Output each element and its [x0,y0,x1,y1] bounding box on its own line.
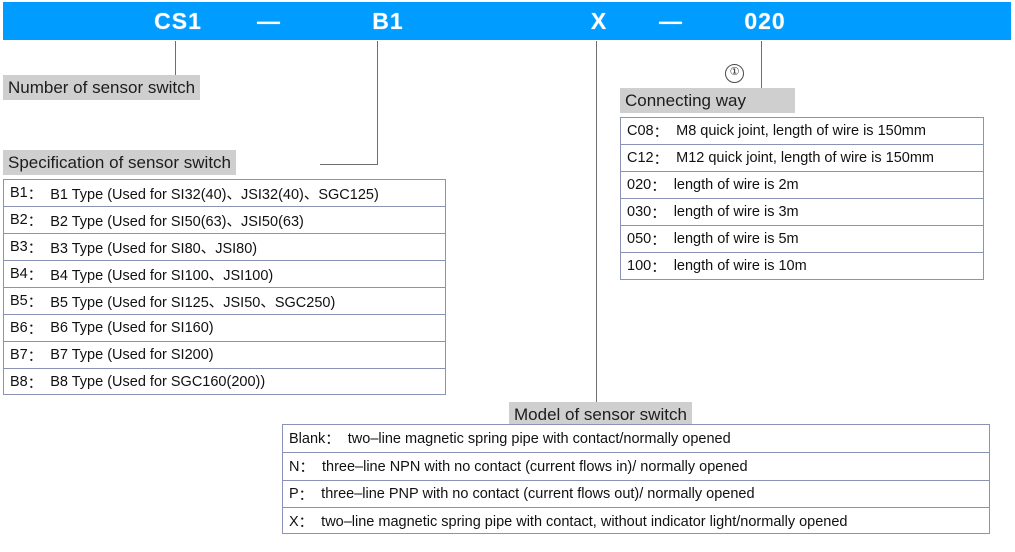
spec-row-sep: ： [27,213,43,230]
spec-row-sep: ： [27,321,43,338]
model-code-bar: CS1 — B1 X — 020 [3,2,1011,40]
table-row: B8： B8 Type (Used for SGC160(200)) [4,369,445,395]
leader-line-cs1 [175,41,176,75]
code-token-b1: B1 [372,8,404,34]
model-row-key: X [289,513,299,530]
connecting-row-sep: ： [653,124,669,141]
spec-row-key: B8 [10,374,28,390]
spec-row-sep: ： [27,294,43,311]
table-row: 050： length of wire is 5m [621,226,983,253]
connecting-row-value: length of wire is 10m [673,258,807,274]
connecting-row-sep: ： [651,178,666,195]
caption-connecting-way: Connecting way [620,88,795,113]
spec-row-value: B8 Type (Used for SGC160(200)) [50,374,266,390]
table-row: P： three–line PNP with no contact (curren… [283,481,989,508]
code-token-x: X [590,8,608,34]
model-row-value: two–line magnetic spring pipe with conta… [321,513,848,530]
spec-row-key: B6 [10,320,28,336]
model-row-sep: ： [325,432,340,448]
model-row-value: three–line PNP with no contact (current … [321,486,755,502]
code-token-dash-1: — [257,8,281,34]
specification-table: B1：B1 Type (Used for SI32(40)、JSI32(40)、… [3,179,446,395]
connecting-row-sep: ： [651,259,666,276]
model-row-sep: ： [298,487,314,504]
model-row-key: N [289,458,300,475]
spec-row-value: B7 Type (Used for SI200) [50,347,214,363]
connecting-row-key: 050 [627,231,652,247]
spec-row-value: B1 Type (Used for SI32(40)、JSI32(40)、SGC… [50,186,379,203]
spec-row-key: B2 [10,212,28,228]
table-row: C08： M8 quick joint, length of wire is 15… [621,118,983,145]
spec-row-value: B2 Type (Used for SI50(63)、JSI50(63) [50,213,304,230]
leader-line-x [596,41,597,405]
leader-line-b1-horizontal [320,164,378,165]
table-row: B2： B2 Type (Used for SI50(63)、JSI50(63) [4,207,445,234]
leader-line-b1-vertical [377,41,378,165]
leader-line-020 [761,41,762,88]
table-row: B1： B1 Type (Used for SI32(40)、JSI32(40)、… [4,180,445,207]
table-row: 100： length of wire is 10m [621,253,983,279]
connecting-row-key: 020 [627,177,652,193]
caption-number-of-sensor-switch: Number of sensor switch [3,75,201,100]
table-row: C12： M12 quick joint, length of wire is 1… [621,145,983,172]
connecting-row-value: M8 quick joint, length of wire is 150mm [676,123,926,139]
connecting-row-key: C12 [627,150,654,166]
connecting-row-sep: ： [651,232,666,249]
caption-model-of-sensor-switch: Model of sensor switch [509,402,692,427]
code-token-dash-2: — [659,8,683,34]
spec-row-sep: ： [27,375,43,392]
spec-row-value: B3 Type (Used for SI80、JSI80) [50,240,258,257]
table-row: B4： B4 Type (Used for SI100、JSI100) [4,261,445,288]
table-row: B3： B3 Type (Used for SI80、JSI80) [4,234,445,261]
code-token-cs1: CS1 [154,8,202,34]
spec-row-key: B7 [10,347,28,363]
spec-row-value: B4 Type (Used for SI100、JSI100) [50,267,274,284]
spec-row-sep: ： [27,240,43,257]
table-row: Blank： two–line magnetic spring pipe with… [283,425,989,453]
connecting-row-key: C08 [627,123,654,139]
table-row: X： two–line magnetic spring pipe with con… [283,508,989,535]
model-row-key: Blank [289,430,326,447]
model-row-value: two–line magnetic spring pipe with conta… [347,430,731,447]
table-row: B7： B7 Type (Used for SI200) [4,342,445,369]
spec-row-sep: ： [27,348,43,365]
code-token-020: 020 [744,8,786,34]
spec-row-sep: ： [27,186,43,203]
table-row: N： three–line NPN with no contact (curren… [283,453,989,481]
spec-row-value: B6 Type (Used for SI160) [50,320,214,336]
model-row-sep: ： [299,460,314,476]
circle-marker-1-icon: ① [725,64,744,83]
connecting-row-value: length of wire is 5m [673,231,799,247]
table-row: B6： B6 Type (Used for SI160) [4,315,445,342]
model-row-sep: ： [298,515,314,531]
spec-row-key: B1 [10,185,28,201]
table-row: B5： B5 Type (Used for SI125、JSI50、SGC250) [4,288,445,315]
connecting-way-table: C08：M8 quick joint, length of wire is 15… [620,117,984,280]
connecting-row-value: M12 quick joint, length of wire is 150mm [676,150,935,166]
spec-row-value: B5 Type (Used for SI125、JSI50、SGC250) [50,294,336,311]
spec-row-sep: ： [27,267,43,284]
connecting-row-value: length of wire is 2m [673,177,799,193]
model-row-key: P [289,486,299,502]
connecting-row-key: 100 [627,258,652,274]
spec-row-key: B4 [10,266,28,282]
table-row: 020： length of wire is 2m [621,172,983,199]
connecting-row-sep: ： [651,205,666,222]
model-row-value: three–line NPN with no contact (current … [321,458,748,475]
caption-specification-of-sensor-switch: Specification of sensor switch [3,150,236,175]
connecting-row-key: 030 [627,204,652,220]
connecting-row-sep: ： [653,151,669,168]
table-row: 030： length of wire is 3m [621,199,983,226]
connecting-row-value: length of wire is 3m [673,204,799,220]
spec-row-key: B5 [10,293,28,309]
model-of-sensor-switch-table: Blank：two–line magnetic spring pipe with… [282,424,990,534]
spec-row-key: B3 [10,239,28,255]
